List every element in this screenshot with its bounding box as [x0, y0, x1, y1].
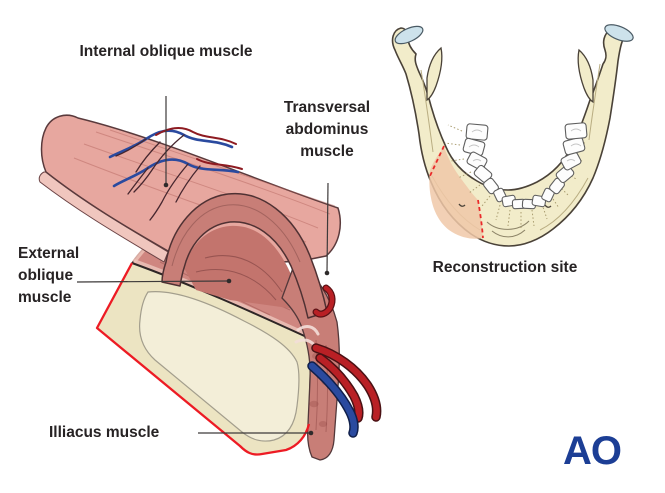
osteotomy-dashed-lines — [428, 145, 484, 239]
transversal-abdominus-arch — [161, 192, 328, 319]
graft-outline — [95, 262, 311, 456]
mandible-bone — [391, 26, 628, 247]
label-internal-oblique-muscle: Internal oblique muscle — [79, 43, 253, 60]
leader-lines — [76, 96, 330, 436]
label-external-oblique-muscle: External oblique muscle — [18, 245, 80, 306]
condyle-cartilage-caps — [394, 24, 634, 45]
deep-muscle-under-arch — [184, 225, 303, 310]
mandible-illustration — [391, 24, 634, 247]
ao-logo: AO — [563, 429, 621, 473]
label-reconstruction-site: Reconstruction site — [432, 259, 578, 276]
slab-vessels — [108, 127, 243, 221]
reconstruction-site-region — [429, 147, 483, 239]
label-illiacus-muscle: Illiacus muscle — [49, 424, 160, 441]
label-transversal-abdominus-muscle: Transversal abdominus muscle — [283, 99, 371, 160]
tooth-roots-stipple — [444, 124, 587, 228]
iliac-crest-graft-illustration — [38, 114, 382, 461]
teeth — [462, 122, 588, 210]
deep-circumflex-vessels — [294, 284, 382, 438]
